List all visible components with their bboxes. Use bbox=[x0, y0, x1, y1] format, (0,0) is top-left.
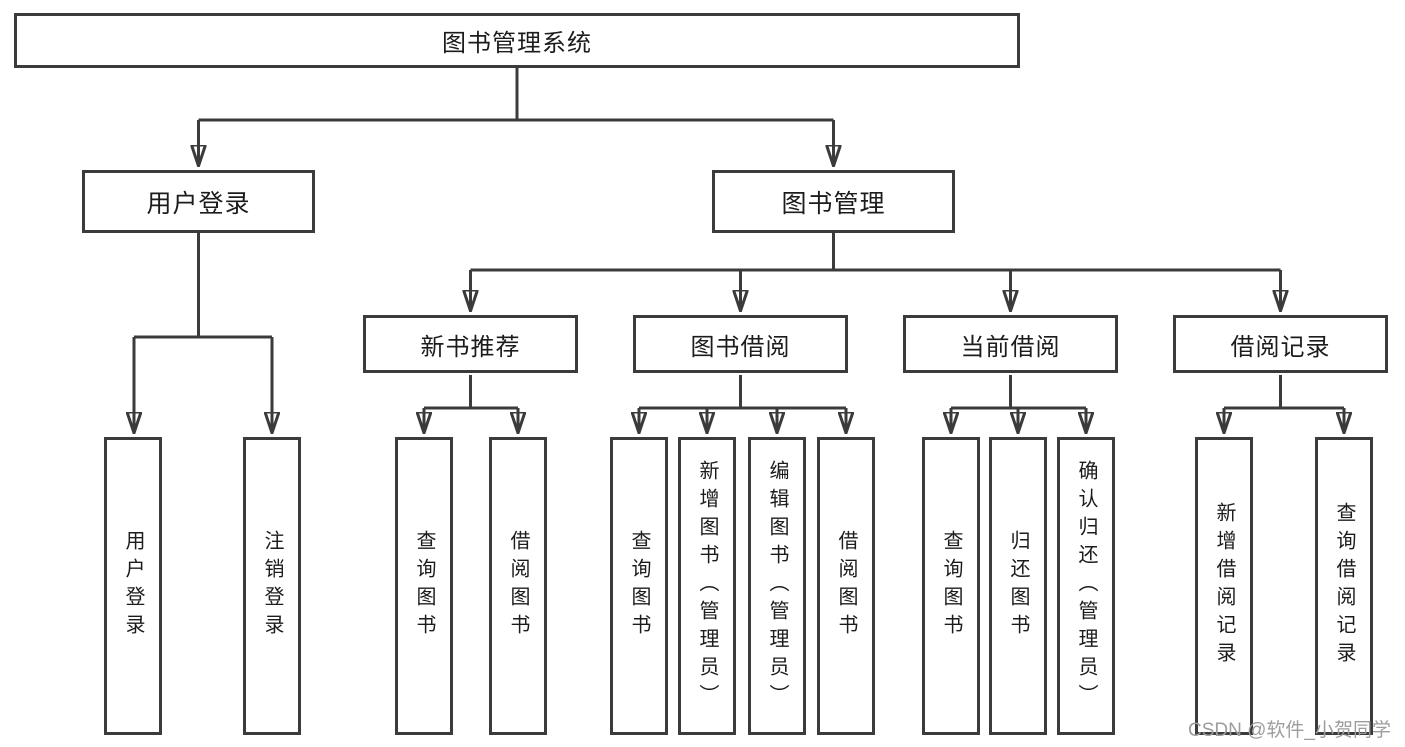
node-borrow-records: 借阅记录 bbox=[1173, 315, 1388, 373]
node-user-login: 用户登录 bbox=[82, 170, 315, 233]
node-leaf-records-query: 查询借阅记录 bbox=[1315, 437, 1373, 735]
node-book-borrow: 图书借阅 bbox=[633, 315, 848, 373]
node-book-mgmt: 图书管理 bbox=[712, 170, 955, 233]
node-leaf-current-return: 归还图书 bbox=[989, 437, 1047, 735]
node-current-borrow: 当前借阅 bbox=[903, 315, 1118, 373]
node-new-book-rec: 新书推荐 bbox=[363, 315, 578, 373]
csdn-watermark: CSDN @软件_小贺同学 bbox=[1188, 720, 1391, 741]
node-leaf-borrow-query: 查询图书 bbox=[610, 437, 668, 735]
node-leaf-user-login: 用户登录 bbox=[104, 437, 162, 735]
node-leaf-newbook-borrow: 借阅图书 bbox=[489, 437, 547, 735]
node-leaf-borrow-add: 新增图书（管理员） bbox=[678, 437, 736, 735]
node-leaf-borrow-borrow: 借阅图书 bbox=[817, 437, 875, 735]
node-leaf-current-confirm: 确认归还（管理员） bbox=[1057, 437, 1115, 735]
node-root-system: 图书管理系统 bbox=[14, 13, 1020, 68]
node-leaf-newbook-query: 查询图书 bbox=[395, 437, 453, 735]
node-leaf-records-add: 新增借阅记录 bbox=[1195, 437, 1253, 735]
node-leaf-borrow-edit: 编辑图书（管理员） bbox=[748, 437, 806, 735]
node-leaf-logout: 注销登录 bbox=[243, 437, 301, 735]
node-leaf-current-query: 查询图书 bbox=[922, 437, 980, 735]
